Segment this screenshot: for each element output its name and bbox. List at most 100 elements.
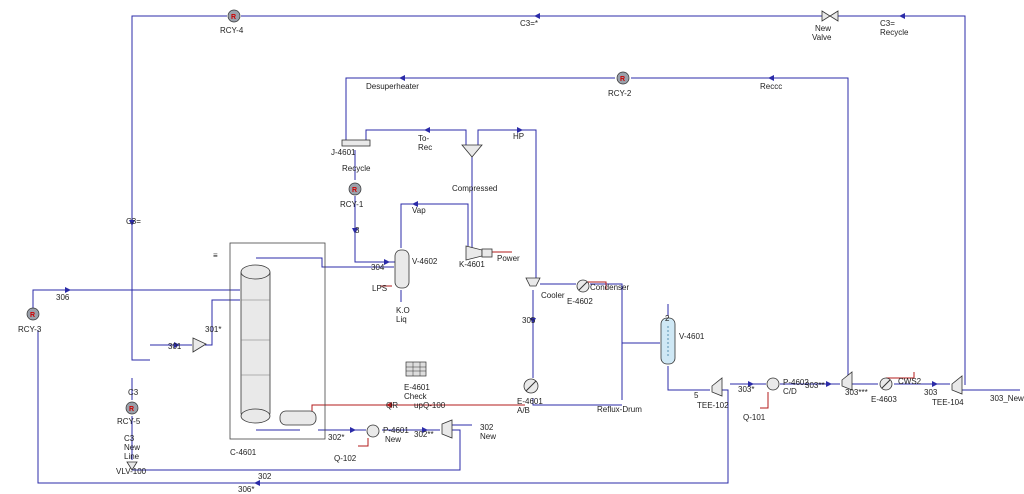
label-302new-1: 302 — [480, 423, 494, 432]
label-p4602-1: P-4602 — [783, 378, 809, 387]
label-306star: 306* — [238, 485, 254, 494]
label-c3-recycle-1: C3= — [880, 19, 895, 28]
label-p4601-2: New — [385, 435, 401, 444]
label-hp: HP — [513, 132, 524, 141]
svg-text:R: R — [30, 312, 35, 319]
label-vap: Vap — [412, 206, 426, 215]
label-check-2: Check — [404, 392, 428, 401]
label-e4601-1: E-4601 — [517, 397, 543, 406]
label-power: Power — [497, 254, 520, 263]
reboiler-icon[interactable] — [279, 410, 317, 426]
tee102-icon[interactable] — [711, 377, 723, 397]
tee-icon[interactable] — [841, 371, 853, 391]
e4602-exchanger[interactable] — [576, 279, 590, 293]
vlv100[interactable] — [126, 461, 138, 471]
label-c3-recycle-2: Recycle — [880, 28, 909, 37]
label-e4602: E-4602 — [567, 297, 593, 306]
spreadsheet-icon[interactable] — [405, 361, 427, 377]
label-c4601: C-4601 — [230, 448, 257, 457]
label-e4603: E-4603 — [871, 395, 897, 404]
label-301: 301 — [168, 342, 182, 351]
label-rcy2: RCY-2 — [608, 89, 632, 98]
vessel-icon — [660, 317, 676, 365]
rcy1-block[interactable]: R — [348, 182, 362, 196]
rcy3-block[interactable]: R — [26, 307, 40, 321]
label-j4601: J-4601 — [331, 148, 356, 157]
label-303sss: 303*** — [845, 388, 868, 397]
p4602-pump[interactable] — [766, 377, 780, 391]
label-p4602-2: C/D — [783, 387, 797, 396]
compressor-icon — [465, 245, 483, 261]
label-c3-top: C3=* — [520, 19, 538, 28]
label-303: 303 — [924, 388, 938, 397]
label-rcy5: RCY-5 — [117, 417, 141, 426]
recycle-icon — [26, 307, 40, 321]
label-reccc: Reccc — [760, 82, 782, 91]
svg-text:≡: ≡ — [213, 251, 218, 260]
column-c4601[interactable] — [240, 264, 271, 424]
vessel-icon — [394, 249, 410, 289]
label-tee104: TEE-104 — [932, 398, 964, 407]
new-valve[interactable] — [821, 10, 839, 22]
label-condenser: Condenser — [590, 283, 629, 292]
label-5: 5 — [694, 391, 699, 400]
valve-icon — [126, 461, 138, 471]
label-3: 3 — [355, 226, 360, 235]
v4601-vessel[interactable] — [660, 317, 676, 365]
label-cws2: CWS2 — [898, 377, 922, 386]
recycle-icon — [348, 182, 362, 196]
label-c3-new-2: New — [124, 443, 140, 452]
label-new-valve-2: Valve — [812, 33, 832, 42]
pump-icon — [766, 377, 780, 391]
mixer-icon[interactable] — [192, 337, 207, 353]
svg-text:R: R — [231, 14, 236, 21]
label-301star: 301* — [205, 325, 221, 334]
label-rcy4: RCY-4 — [220, 26, 244, 35]
tee-icon[interactable] — [441, 419, 453, 439]
v4602-vessel[interactable] — [394, 249, 410, 289]
svg-text:R: R — [620, 76, 625, 83]
label-ko-2: Liq — [396, 315, 407, 324]
stream-arrows — [65, 13, 938, 486]
rcy2-block[interactable]: R — [616, 71, 630, 85]
k4601-compressor[interactable] — [465, 245, 493, 261]
recycle-icon — [227, 9, 241, 23]
e4601-exchanger[interactable] — [523, 378, 539, 394]
label-rcy3: RCY-3 — [18, 325, 42, 334]
label-desuperheater: Desuperheater — [366, 82, 419, 91]
label-check-1: E-4601 — [404, 383, 430, 392]
tee104-icon[interactable] — [951, 375, 963, 395]
j4601-mixer[interactable] — [341, 139, 371, 147]
label-q100: Q-100 — [423, 401, 446, 410]
label-e4601-2: A/B — [517, 406, 530, 415]
cooler-icon[interactable] — [525, 277, 541, 287]
label-302ss: 302** — [414, 430, 434, 439]
svg-text:R: R — [352, 187, 357, 194]
label-303ss: 303** — [805, 381, 825, 390]
p4601-pump[interactable] — [366, 424, 380, 438]
rcy5-block[interactable]: R — [125, 401, 139, 415]
label-304: 304 — [371, 263, 385, 272]
recycle-icon — [125, 401, 139, 415]
label-q101: Q-101 — [743, 413, 766, 422]
label-2: 2 — [665, 314, 670, 323]
label-compressed: Compressed — [452, 184, 497, 193]
label-302new-2: New — [480, 432, 496, 441]
rcy4-block[interactable]: R — [227, 9, 241, 23]
label-q102: Q-102 — [334, 454, 357, 463]
label-recycle: Recycle — [342, 164, 371, 173]
splitter-icon[interactable] — [461, 144, 483, 158]
e4603-cooler[interactable] — [879, 377, 893, 391]
label-check-3: up — [414, 401, 423, 410]
label-to-rec-1: To- — [418, 134, 429, 143]
label-cooler: Cooler — [541, 291, 565, 300]
labels: RCY-4 C3=* New Valve C3= Recycle Desuper… — [18, 19, 1024, 494]
label-302: 302 — [258, 472, 272, 481]
label-new-valve-1: New — [815, 24, 831, 33]
label-v4602: V-4602 — [412, 257, 438, 266]
label-v4601: V-4601 — [679, 332, 705, 341]
column-icon — [240, 269, 271, 417]
label-302star: 302* — [328, 433, 344, 442]
label-qr: QR — [386, 401, 398, 410]
